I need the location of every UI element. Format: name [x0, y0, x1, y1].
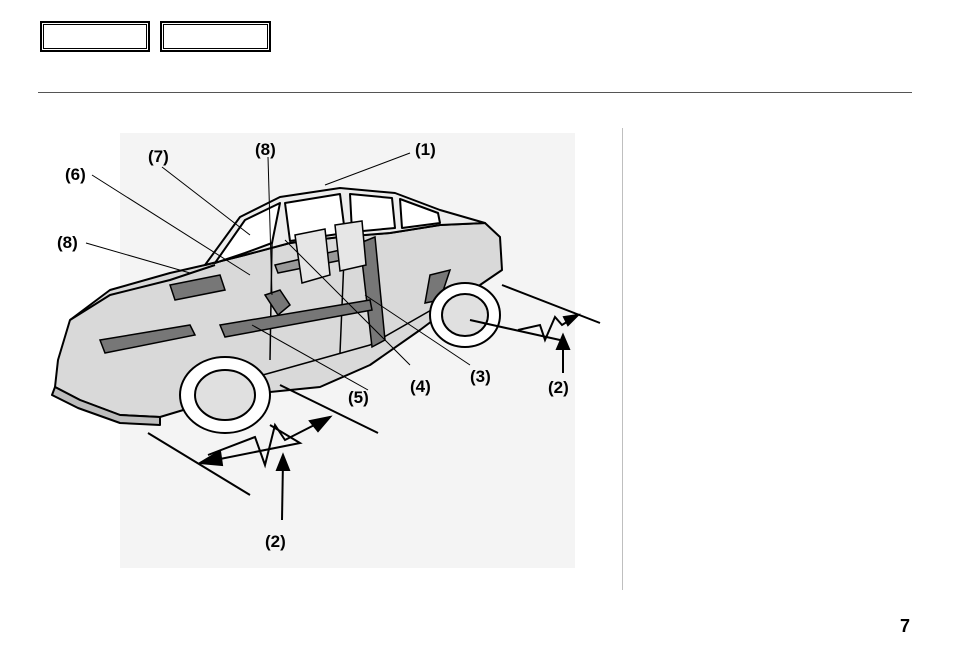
callout-5: (5): [348, 388, 369, 407]
callout-3: (3): [470, 367, 491, 386]
callout-2-rear: (2): [548, 378, 569, 397]
header-rule: [38, 92, 912, 93]
callout-4: (4): [410, 377, 431, 396]
callout-2-front: (2): [265, 532, 286, 551]
callout-6: (6): [65, 165, 86, 184]
callout-7: (7): [148, 147, 169, 166]
nav-button-contents[interactable]: [40, 21, 150, 52]
callout-8-top: (8): [255, 140, 276, 159]
callout-8-left: (8): [57, 233, 78, 252]
column-divider: [622, 128, 623, 590]
car-body-structure-figure: (1) (7) (8) (6) (8) (3) (4) (5) (2) (2): [40, 125, 615, 575]
page-number: 7: [900, 616, 910, 637]
nav-button-index[interactable]: [160, 21, 271, 52]
car-diagram-svg: (1) (7) (8) (6) (8) (3) (4) (5) (2) (2): [40, 125, 615, 575]
callout-1: (1): [415, 140, 436, 159]
